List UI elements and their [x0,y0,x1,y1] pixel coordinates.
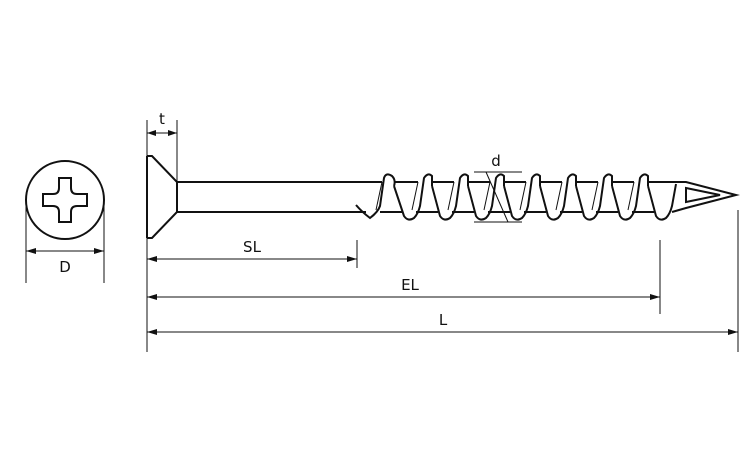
D-arrow-right [94,248,104,254]
screw-side-view [146,155,740,239]
D-arrow-left [26,248,36,254]
EL-label: EL [401,276,419,294]
SL-label: SL [243,238,262,256]
D-label: D [59,258,71,276]
L-label: L [439,311,448,329]
head-outer-circle [25,160,105,240]
d-label: d [491,152,501,170]
countersunk-head [146,155,178,239]
gimlet-point [671,181,740,213]
t-label: t [159,110,165,128]
length-dimensions: SL EL L [146,210,739,352]
screw-head-end-view: D [25,160,105,283]
t-dimension: t [146,110,178,182]
thread-helices [355,173,677,221]
d-dimension: d [474,152,522,223]
phillips-cross-recess-icon [42,177,88,223]
thread-inner-strokes [375,181,635,211]
